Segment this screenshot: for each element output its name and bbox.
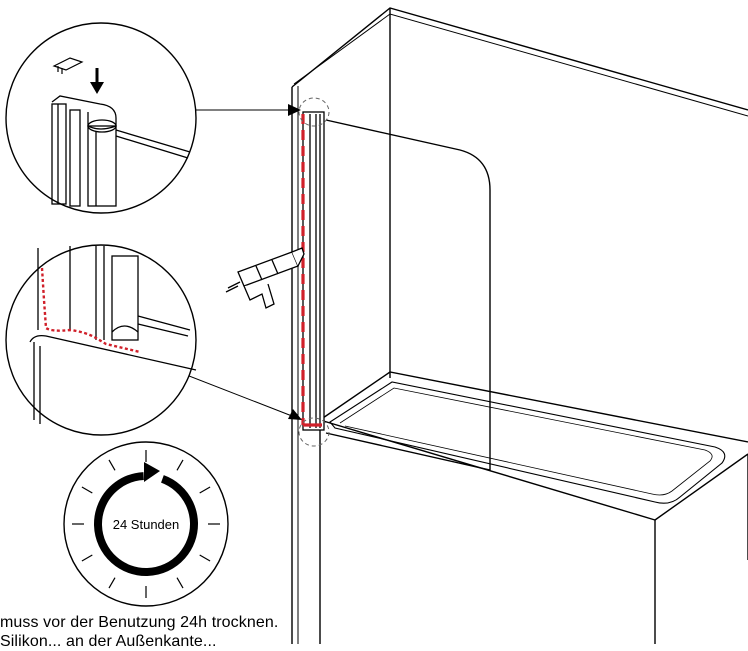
- drying-clock: 24 Stunden: [63, 441, 229, 607]
- clock-tick: [199, 554, 211, 562]
- down-arrow-icon: [90, 68, 104, 94]
- clock-arrowhead: [144, 462, 160, 482]
- clockwise-arrow-icon: [94, 472, 198, 576]
- caption-line-2: Silikon... an der Außenkante...: [0, 633, 217, 650]
- clock-tick: [176, 459, 184, 471]
- highlight-marker-top: [298, 97, 330, 127]
- clock-tick: [199, 486, 211, 494]
- bathtub: [319, 371, 748, 644]
- clock-tick: [81, 486, 93, 494]
- detail-circle-top: [5, 22, 197, 214]
- clock-tick: [176, 577, 184, 589]
- callout-arrowhead-top: [288, 104, 301, 116]
- clock-ticks: [72, 450, 220, 598]
- silicone-gun-icon: [225, 247, 305, 309]
- highlight-marker-bottom: [298, 417, 330, 447]
- glass-panel: [325, 119, 491, 471]
- silicone-bead: [40, 267, 141, 354]
- caption-line-1: muss vor der Benutzung 24h trocknen.: [0, 614, 279, 631]
- wall: [291, 7, 748, 644]
- clock-tick: [108, 577, 116, 589]
- clock-tick: [108, 459, 116, 471]
- clock-tick: [81, 554, 93, 562]
- wall-bracket-cap: [52, 57, 84, 74]
- callout-arrowhead-bottom: [288, 409, 302, 420]
- wall-profile: [302, 111, 325, 431]
- silicone-line: [301, 114, 322, 427]
- clock-label: 24 Stunden: [113, 517, 180, 532]
- detail-circle-bottom: [5, 244, 197, 436]
